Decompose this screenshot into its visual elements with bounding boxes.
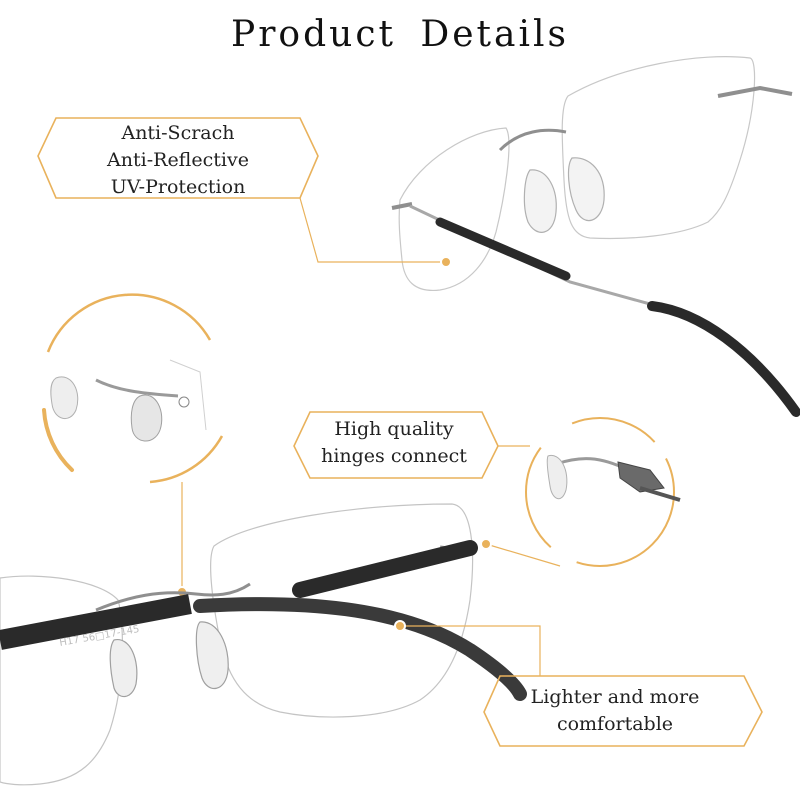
comfort-line-1: Lighter and more [530,686,700,708]
bottom-temple-arm [193,597,527,701]
top-hinge-right [717,85,793,98]
detail-circle-nosepad [42,293,224,598]
top-temple-tip [647,301,800,417]
bottom-temple-black-2 [0,594,192,650]
bottom-nosepad-left [109,639,138,698]
top-temple-black [435,217,571,281]
hinges-line-2: hinges connect [321,445,467,467]
comfort-line-2: comfortable [556,713,674,735]
hinges-line-1: High quality [334,418,454,440]
top-hinge-left [391,202,413,210]
callout-comfort-text: Lighter and more comfortable [488,684,742,738]
top-nosepad-right [567,157,605,222]
bottom-temple-black-1 [292,540,478,598]
callout-hinges [293,411,530,479]
callout-features-text: Anti-Scrach Anti-Reflective UV-Protectio… [40,120,316,201]
feature-anti-scratch: Anti-Scrach [121,122,235,144]
page-title: Product Details [230,14,569,55]
callout-comfort [394,620,763,747]
bottom-left-lens [0,575,124,786]
callout-hinges-text: High quality hinges connect [296,416,492,470]
top-glasses [391,56,800,417]
bottom-bridge [95,582,251,612]
top-bridge [498,128,567,152]
detail-circle-hinge [480,417,681,567]
feature-uv-protection: UV-Protection [110,176,246,198]
callout-features [37,117,452,268]
bottom-glasses [0,503,527,786]
top-nosepad-left [523,169,557,233]
feature-anti-reflective: Anti-Reflective [107,149,249,171]
top-right-lens [561,56,756,240]
bottom-nosepad [195,621,229,689]
